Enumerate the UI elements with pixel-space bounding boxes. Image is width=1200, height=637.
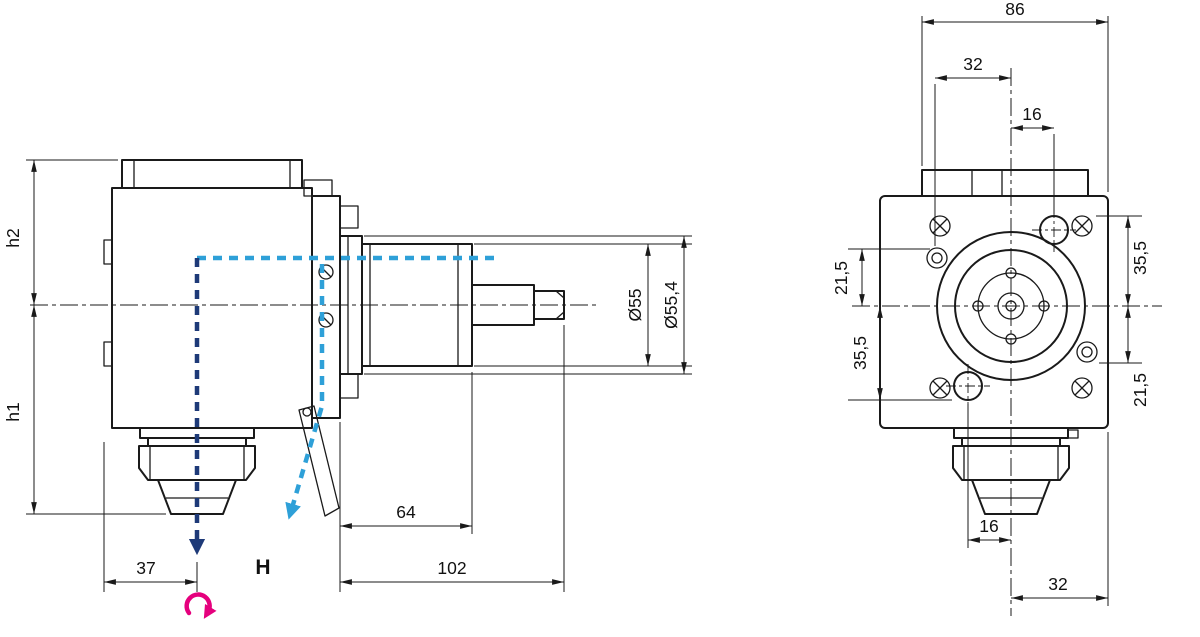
- side-view: h2 h1 37 H 64 102 Ø55: [3, 159, 692, 619]
- dim-35-5-left: 35,5: [848, 306, 952, 401]
- dim-32-bottom: 32: [1011, 432, 1109, 606]
- mounting-holes: [946, 208, 1076, 408]
- dim-16-bottom: 16: [967, 404, 1011, 548]
- spindle-face: [936, 231, 1086, 381]
- coolant-ports: [926, 247, 1098, 363]
- rotation-direction-icon: [184, 592, 217, 619]
- tool-body-front: [879, 169, 1109, 429]
- dim-label-32-top: 32: [963, 54, 982, 74]
- screw-icon: [1071, 377, 1093, 399]
- dim-label-dia55-4: Ø55,4: [661, 281, 681, 329]
- dim-32-top: 32: [934, 54, 1011, 246]
- dim-label-32-bottom: 32: [1048, 574, 1067, 594]
- dim-h2: h2: [3, 159, 118, 305]
- dim-21-5-left: 21,5: [831, 248, 930, 306]
- dim-label-64: 64: [396, 502, 416, 522]
- dim-86: 86: [921, 0, 1109, 192]
- dim-label-16-bottom: 16: [979, 516, 998, 536]
- tool-body-side: [103, 159, 333, 429]
- dim-102: 102: [339, 325, 565, 592]
- dim-dia55-4: Ø55,4: [364, 235, 692, 375]
- dim-16-top: 16: [1011, 104, 1055, 214]
- corner-screws: [929, 215, 1093, 399]
- lever-pivot-icon: [302, 407, 312, 417]
- front-view: 86 32 16 21,5 35,5 35,5: [831, 0, 1162, 616]
- screw-icon: [1071, 215, 1093, 237]
- dim-h1: h1: [3, 305, 166, 515]
- dim-label-h1: h1: [3, 402, 23, 421]
- dim-label-37: 37: [136, 558, 155, 578]
- label-H: H: [255, 556, 270, 579]
- dim-label-16-top: 16: [1022, 104, 1041, 124]
- dim-label-86: 86: [1005, 0, 1024, 19]
- collet-chuck-front: [952, 427, 1079, 515]
- dim-label-21-5-right: 21,5: [1130, 373, 1150, 407]
- screw-icon: [929, 377, 951, 399]
- dim-label-35-5-right: 35,5: [1130, 241, 1150, 275]
- plate-screw-icon: [318, 264, 334, 280]
- dim-35-5-right: 35,5: [1096, 215, 1150, 306]
- dim-21-5-right: 21,5: [1099, 306, 1150, 407]
- lever-swing-path-arrow: [285, 264, 325, 520]
- dim-label-21-5-left: 21,5: [831, 261, 851, 295]
- plate-screw-icon: [318, 312, 334, 328]
- dim-dia55: Ø55: [474, 243, 692, 367]
- dim-37: 37: [103, 442, 198, 592]
- dim-label-35-5-left: 35,5: [850, 336, 870, 370]
- spindle-housing: [339, 235, 565, 375]
- mounting-plate-side: [311, 195, 359, 419]
- swing-lever: [298, 405, 340, 517]
- dim-label-102: 102: [437, 558, 466, 578]
- dim-label-h2: h2: [3, 228, 23, 247]
- dim-64: 64: [340, 372, 473, 534]
- screw-icon: [929, 215, 951, 237]
- dim-label-dia55: Ø55: [625, 288, 645, 321]
